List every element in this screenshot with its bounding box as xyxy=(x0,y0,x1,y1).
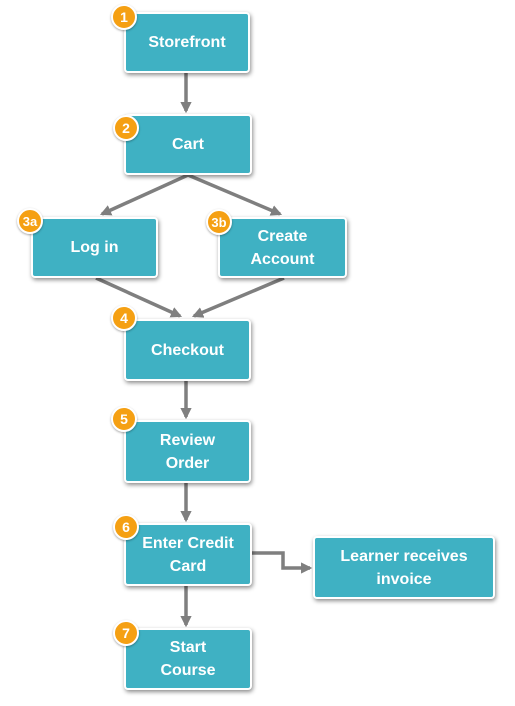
node-create-account-label: Create Account xyxy=(250,227,315,268)
step-badge-1-label: 1 xyxy=(120,9,128,25)
arrow-cart-to-login xyxy=(99,173,189,216)
step-badge-4-label: 4 xyxy=(120,310,128,326)
step-badge-6-label: 6 xyxy=(122,519,130,535)
node-enter-credit-card-label: Enter Credit Card xyxy=(142,534,234,575)
node-login: Log in xyxy=(31,217,158,278)
node-cart-label: Cart xyxy=(171,136,204,153)
step-badge-2-label: 2 xyxy=(122,120,130,136)
node-storefront: Storefront xyxy=(124,12,250,73)
node-checkout: Checkout xyxy=(124,319,251,381)
node-storefront-label: Storefront xyxy=(148,34,226,51)
step-badge-2: 2 xyxy=(113,115,139,141)
node-create-account: Create Account xyxy=(218,217,347,278)
node-start-course-label: Start Course xyxy=(160,639,216,679)
step-badge-6: 6 xyxy=(113,514,139,540)
node-start-course: Start Course xyxy=(124,628,252,690)
step-badge-4: 4 xyxy=(111,305,137,331)
node-review-order: Review Order xyxy=(124,420,251,483)
node-checkout-label: Checkout xyxy=(151,341,224,359)
arrow-login-to-checkout xyxy=(95,276,183,318)
node-invoice-label: Learner receives invoice xyxy=(340,547,468,588)
arrow-enter-credit-card-to-invoice xyxy=(252,551,313,574)
arrow-cart-to-create-account xyxy=(187,173,283,216)
node-invoice: Learner receives invoice xyxy=(313,536,495,599)
node-cart: Cart xyxy=(124,114,252,175)
step-badge-5-label: 5 xyxy=(120,411,128,427)
step-badge-1: 1 xyxy=(111,4,137,30)
step-badge-3b-label: 3b xyxy=(211,214,227,230)
step-badge-3a-label: 3a xyxy=(22,213,38,229)
step-badge-7-label: 7 xyxy=(122,625,130,641)
step-badge-3a: 3a xyxy=(17,208,43,234)
step-badge-3b: 3b xyxy=(206,209,232,235)
step-badge-5: 5 xyxy=(111,406,137,432)
node-review-order-label: Review Order xyxy=(159,431,216,472)
node-enter-credit-card: Enter Credit Card xyxy=(124,523,252,586)
arrow-create-account-to-checkout xyxy=(191,276,285,318)
node-login-label: Log in xyxy=(70,239,119,256)
step-badge-7: 7 xyxy=(113,620,139,646)
